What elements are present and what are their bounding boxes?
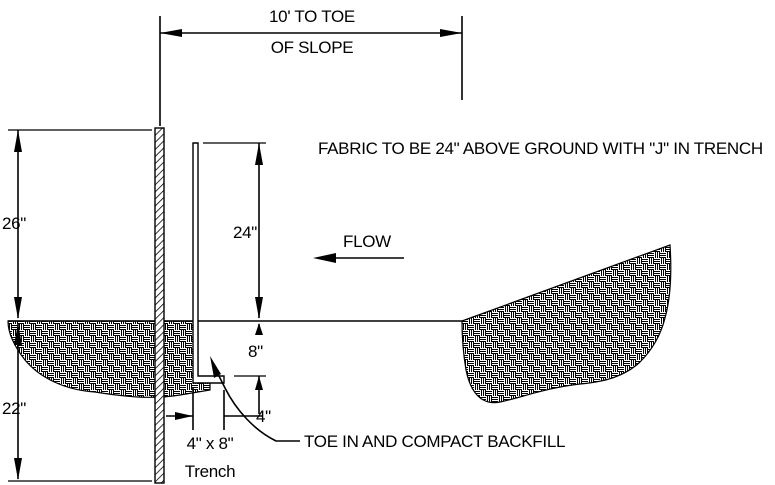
dim-22-text: 22" bbox=[2, 399, 26, 418]
dim-24-in bbox=[203, 142, 266, 319]
left-soil-mass bbox=[7, 320, 211, 398]
dim-8-text: 8" bbox=[248, 342, 263, 361]
dim-top-text-2: OF SLOPE bbox=[271, 38, 354, 57]
trench-size-text: 4" x 8" bbox=[187, 434, 234, 453]
toe-in-leader bbox=[210, 356, 300, 442]
toe-in-note: TOE IN AND COMPACT BACKFILL bbox=[304, 432, 565, 451]
dim-24-text: 24" bbox=[233, 223, 257, 242]
dim-4-text: 4" bbox=[256, 407, 271, 426]
dim-26-in bbox=[8, 129, 152, 319]
right-soil-slope bbox=[461, 244, 672, 404]
dim-22-in bbox=[8, 323, 152, 482]
flow-arrow bbox=[313, 253, 404, 263]
dim-10ft-to-toe bbox=[159, 16, 463, 126]
flow-text: FLOW bbox=[343, 232, 391, 251]
fabric-j bbox=[192, 142, 225, 384]
fabric-note: FABRIC TO BE 24" ABOVE GROUND WITH "J" I… bbox=[318, 139, 763, 158]
trench-label-text: Trench bbox=[185, 462, 235, 481]
dim-top-text-1: 10' TO TOE bbox=[269, 7, 355, 26]
dim-8-in bbox=[234, 323, 266, 414]
dim-26-text: 26" bbox=[2, 214, 26, 233]
fence-post bbox=[154, 127, 165, 484]
